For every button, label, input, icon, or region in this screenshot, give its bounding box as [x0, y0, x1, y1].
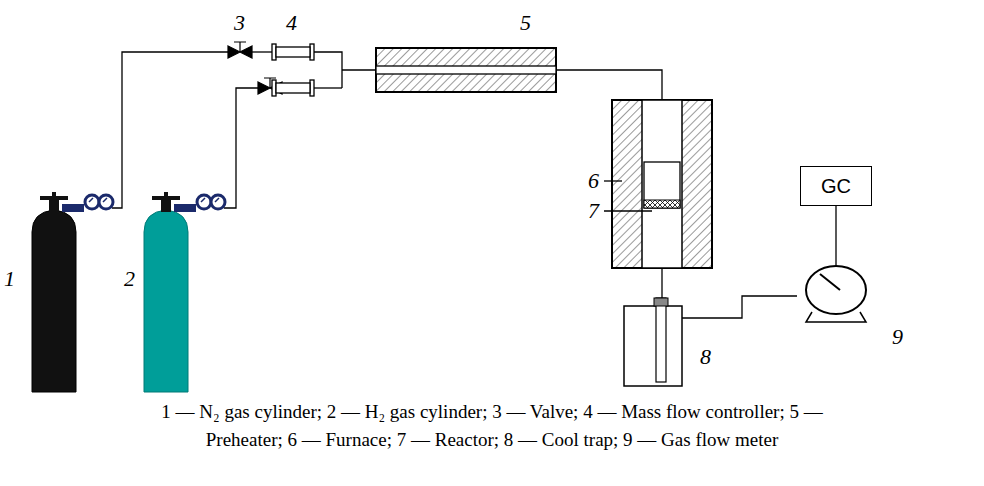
callout-number: 2 — [124, 266, 135, 292]
figure-caption: 1 — N₂ gas cylinder; 2 — H₂ gas cylinder… — [122, 398, 862, 454]
gas-line — [682, 296, 797, 318]
n2-cylinder — [32, 192, 113, 392]
gc-box: GC — [800, 166, 872, 206]
gas-flow-meter — [806, 266, 866, 322]
callout-number: 7 — [588, 198, 599, 224]
callout-number: 1 — [4, 266, 15, 292]
gas-line — [252, 51, 272, 52]
cool-trap — [624, 298, 682, 386]
gas-line — [112, 52, 228, 208]
node-label: GC — [821, 175, 851, 198]
callout-number: 9 — [892, 324, 903, 350]
callout-number: 5 — [520, 10, 531, 36]
gas-line — [224, 88, 258, 208]
preheater — [376, 48, 556, 92]
callout-number: 3 — [234, 10, 245, 36]
gas-line — [556, 70, 662, 100]
callout-number: 4 — [286, 10, 297, 36]
callout-number: 8 — [700, 344, 711, 370]
furnace — [612, 100, 712, 268]
callout-number: 6 — [588, 168, 599, 194]
leader-line — [604, 181, 652, 211]
mass-flow-controller — [272, 44, 314, 96]
h2-cylinder — [144, 192, 225, 392]
gas-line — [661, 268, 662, 300]
gas-line — [314, 87, 342, 88]
gas-line — [314, 52, 342, 88]
signal-line — [835, 206, 836, 268]
reactor — [644, 162, 680, 208]
gas-line — [342, 69, 376, 70]
